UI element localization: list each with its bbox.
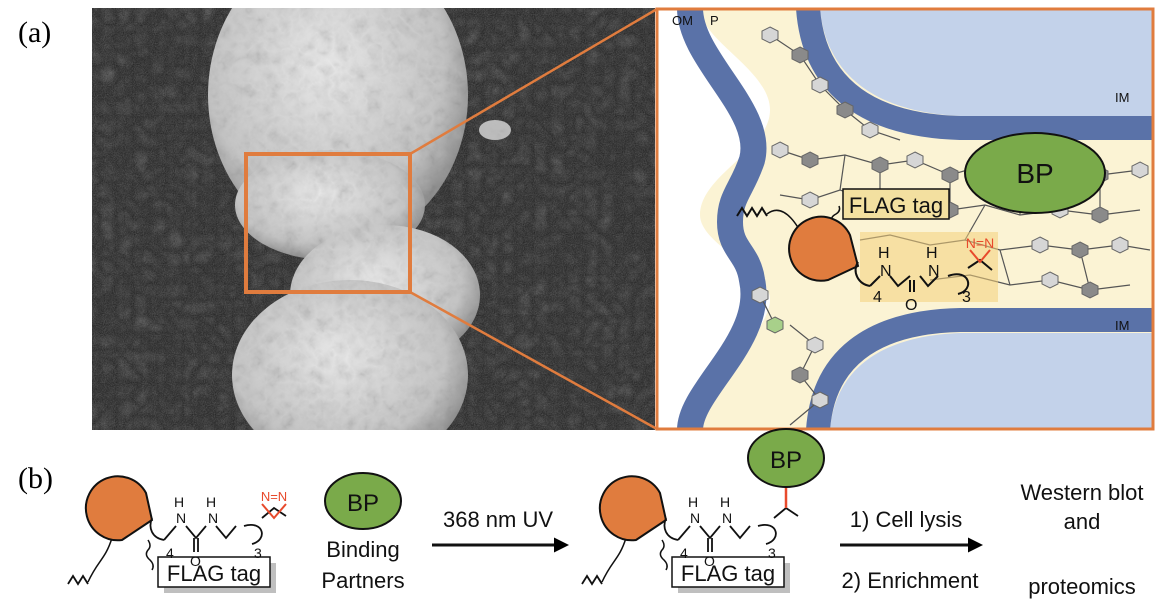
bp-bubble-b1 bbox=[324, 472, 402, 530]
outer-membrane bbox=[677, 8, 767, 430]
sub-4-b1: 4 bbox=[166, 545, 174, 561]
diazirine-group: N=N bbox=[966, 235, 994, 264]
result-line3: proteomics bbox=[1028, 574, 1136, 599]
label-im-bottom: IM bbox=[1115, 318, 1129, 333]
sub-4-label: 4 bbox=[873, 289, 882, 306]
green-hexagon bbox=[766, 316, 784, 334]
inner-membrane-bottom bbox=[830, 333, 1154, 430]
o-b2: O bbox=[704, 553, 715, 569]
probe-bound: FLAG tag 4 H N O H N 3 BP bbox=[581, 428, 825, 593]
sub-3-label: 3 bbox=[962, 289, 971, 306]
binding-partners-line1: Binding bbox=[326, 537, 399, 562]
result-line2: and bbox=[1064, 509, 1101, 534]
pacman-protein bbox=[788, 215, 860, 282]
label-im-top: IM bbox=[1115, 90, 1129, 105]
probe-unbound: FLAG tag 4 H N O H N 3 N=N bbox=[67, 475, 287, 593]
zoom-line-bottom bbox=[409, 290, 658, 431]
n-b1-right: N bbox=[208, 510, 218, 526]
flag-tag-label-b1: FLAG tag bbox=[167, 561, 261, 586]
binding-partners-line2: Partners bbox=[321, 568, 404, 593]
nh-right-h: H bbox=[926, 245, 938, 262]
lipid-anchor-zigzag bbox=[736, 206, 768, 218]
nh-left-h: H bbox=[878, 245, 890, 262]
nh-right-n: N bbox=[928, 263, 940, 280]
h-b1-right: H bbox=[206, 494, 216, 510]
h-b1-left: H bbox=[174, 494, 184, 510]
nh-left-n: N bbox=[880, 263, 892, 280]
zoom-region-box bbox=[244, 152, 412, 294]
periplasm-schematic: BP FLAG tag 4 H N O H N 3 bbox=[657, 8, 1154, 430]
n-b1-left: N bbox=[176, 510, 186, 526]
sub-3-b1: 3 bbox=[254, 545, 262, 561]
h-b2-right: H bbox=[720, 494, 730, 510]
bp-label-b1: BP bbox=[347, 490, 379, 517]
step1-label: 1) Cell lysis bbox=[850, 507, 962, 532]
probe-chemical-structure bbox=[854, 258, 993, 295]
sub-3-b2: 3 bbox=[768, 545, 776, 561]
step2-label: 2) Enrichment bbox=[842, 568, 979, 593]
n-b2-right: N bbox=[722, 510, 732, 526]
inner-membrane-top bbox=[820, 8, 1154, 116]
uv-label: 368 nm UV bbox=[443, 507, 553, 532]
glycan-hexagons bbox=[751, 26, 1149, 409]
h-b2-left: H bbox=[688, 494, 698, 510]
zoom-line-top bbox=[409, 7, 658, 156]
result-line1: Western blot bbox=[1020, 480, 1143, 505]
binding-partner-label: BP bbox=[1016, 158, 1053, 189]
svg-text:N=N: N=N bbox=[966, 235, 994, 251]
bp-label-b2: BP bbox=[770, 447, 802, 474]
flag-tag-label-b2: FLAG tag bbox=[681, 561, 775, 586]
panel-a-label: (a) bbox=[18, 16, 51, 49]
carbonyl-o: O bbox=[905, 297, 917, 314]
flag-tag-label: FLAG tag bbox=[849, 193, 943, 218]
panel-b-label: (b) bbox=[18, 462, 53, 495]
label-p: P bbox=[710, 13, 719, 28]
sem-micrograph bbox=[92, 8, 655, 430]
flag-tag-box bbox=[842, 188, 950, 220]
o-b1: O bbox=[190, 553, 201, 569]
bp-bubble-b2 bbox=[747, 428, 825, 488]
sub-4-b2: 4 bbox=[680, 545, 688, 561]
diazirine-b1: N=N bbox=[261, 489, 287, 504]
binding-partner-bubble bbox=[964, 132, 1106, 214]
n-b2-left: N bbox=[690, 510, 700, 526]
label-om: OM bbox=[672, 13, 693, 28]
schematic-frame bbox=[655, 7, 1155, 431]
